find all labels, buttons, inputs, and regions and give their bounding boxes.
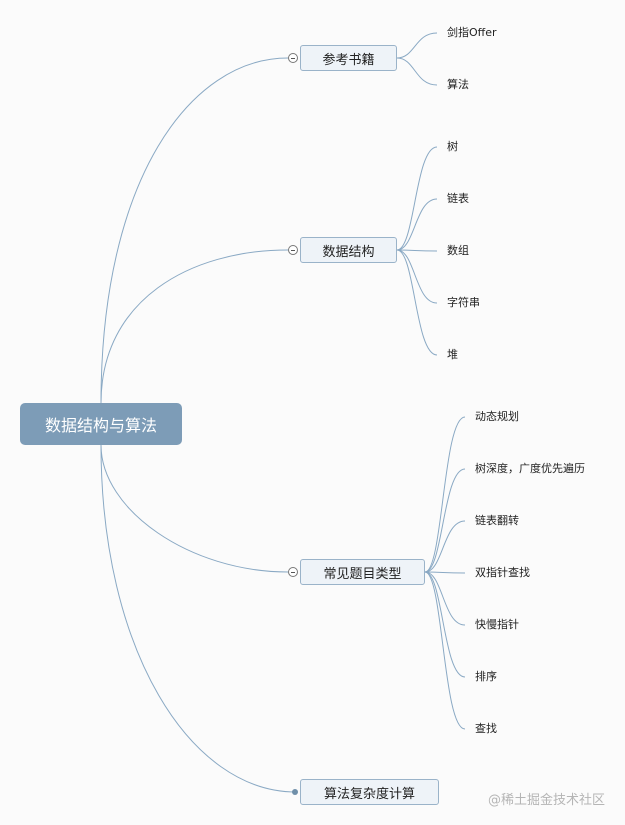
leaf-node[interactable]: 动态规划 [475,410,519,423]
connector-branch-leaf [424,571,466,678]
connector-branch-leaf [424,468,466,573]
leaf-node[interactable]: 双指针查找 [475,566,530,579]
connector-root-branch-2 [100,249,289,404]
connector-branch-leaf [396,249,438,356]
collapse-toggle-icon[interactable] [288,245,298,255]
connector-branch-leaf [396,32,438,59]
connector-branch-leaf [424,571,466,574]
expand-dot-icon[interactable] [292,789,298,795]
leaf-node[interactable]: 树深度，广度优先遍历 [475,462,585,475]
leaf-node[interactable]: 链表 [447,192,469,205]
branch-node-complexity[interactable]: 算法复杂度计算 [300,779,439,805]
leaf-node[interactable]: 树 [447,140,458,153]
connector-branch-leaf [424,571,466,730]
connector-branch-leaf [396,249,438,304]
connector-branch-leaf [424,571,466,626]
connector-branch-leaf [396,146,438,251]
leaf-node[interactable]: 算法 [447,78,469,91]
collapse-toggle-icon[interactable] [288,53,298,63]
connector-root-branch-3 [100,444,289,573]
connector-branch-leaf [424,520,466,573]
connector-branch-leaf [396,198,438,251]
branch-node-reference-books[interactable]: 参考书籍 [300,45,397,71]
leaf-node[interactable]: 链表翻转 [475,514,519,527]
connector-branch-leaf [424,416,466,573]
root-node[interactable]: 数据结构与算法 [20,403,182,445]
connector-root-branch-4 [100,444,297,793]
watermark-text: @稀土掘金技术社区 [487,793,605,808]
leaf-node[interactable]: 查找 [475,722,497,735]
collapse-toggle-icon[interactable] [288,567,298,577]
connector-branch-leaf [396,57,438,86]
leaf-node[interactable]: 剑指Offer [447,26,497,39]
connector-root-branch-1 [100,57,289,404]
leaf-node[interactable]: 字符串 [447,296,480,309]
leaf-node[interactable]: 数组 [447,244,469,257]
connector-branch-leaf [396,249,438,252]
branch-node-common-problems[interactable]: 常见题目类型 [300,559,425,585]
leaf-node[interactable]: 快慢指针 [475,618,519,631]
branch-node-data-structures[interactable]: 数据结构 [300,237,397,263]
leaf-node[interactable]: 排序 [475,670,497,683]
leaf-node[interactable]: 堆 [447,348,458,361]
